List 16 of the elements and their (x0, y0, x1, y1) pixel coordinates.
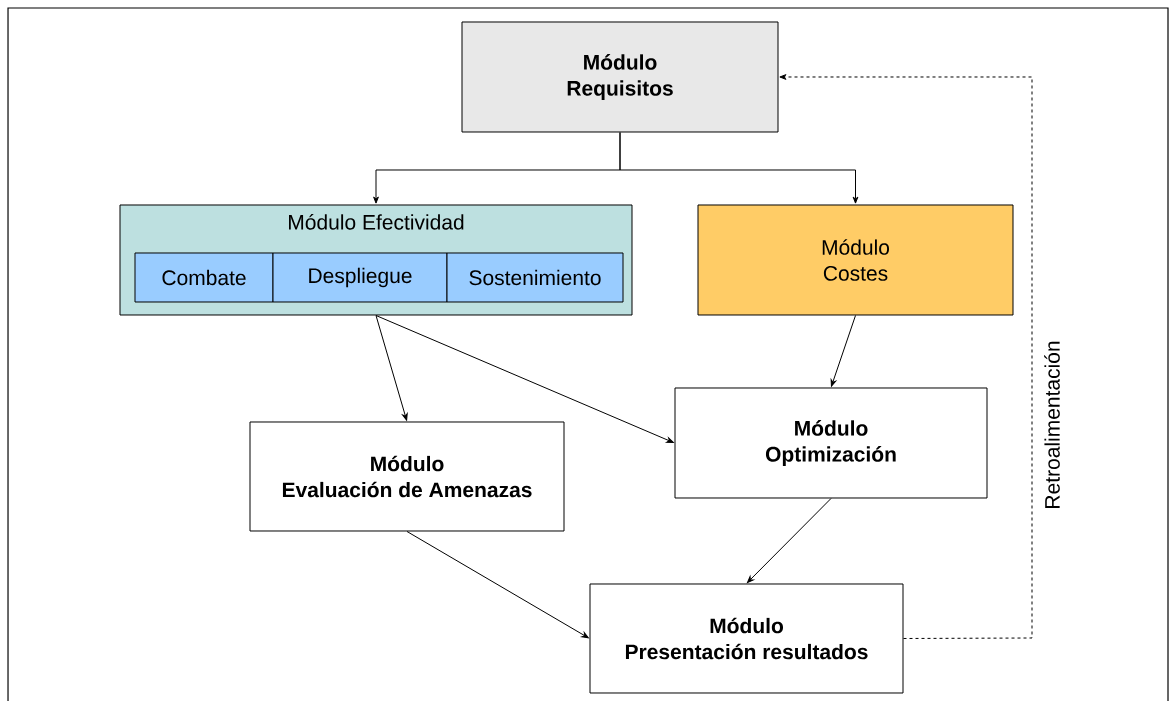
arrow (619, 132, 859, 204)
arrow (830, 315, 856, 387)
module-box: Módulo Optimización (674, 387, 988, 499)
module-box: Módulo Requisitos (461, 21, 779, 133)
submodule-box: Sostenimiento (446, 252, 624, 303)
submodule-box: Despliegue (272, 252, 448, 303)
arrow (375, 315, 408, 421)
edge-label: Retroalimentación (1042, 338, 1062, 512)
arrow (747, 498, 832, 583)
arrow (375, 315, 674, 443)
module-box: Módulo Evaluación de Amenazas (249, 421, 565, 532)
module-box: Módulo Costes (697, 204, 1014, 316)
arrow (406, 531, 589, 639)
submodule-box: Combate (134, 252, 274, 303)
module-box: Módulo Presentación resultados (589, 583, 904, 694)
arrow (779, 74, 1033, 639)
